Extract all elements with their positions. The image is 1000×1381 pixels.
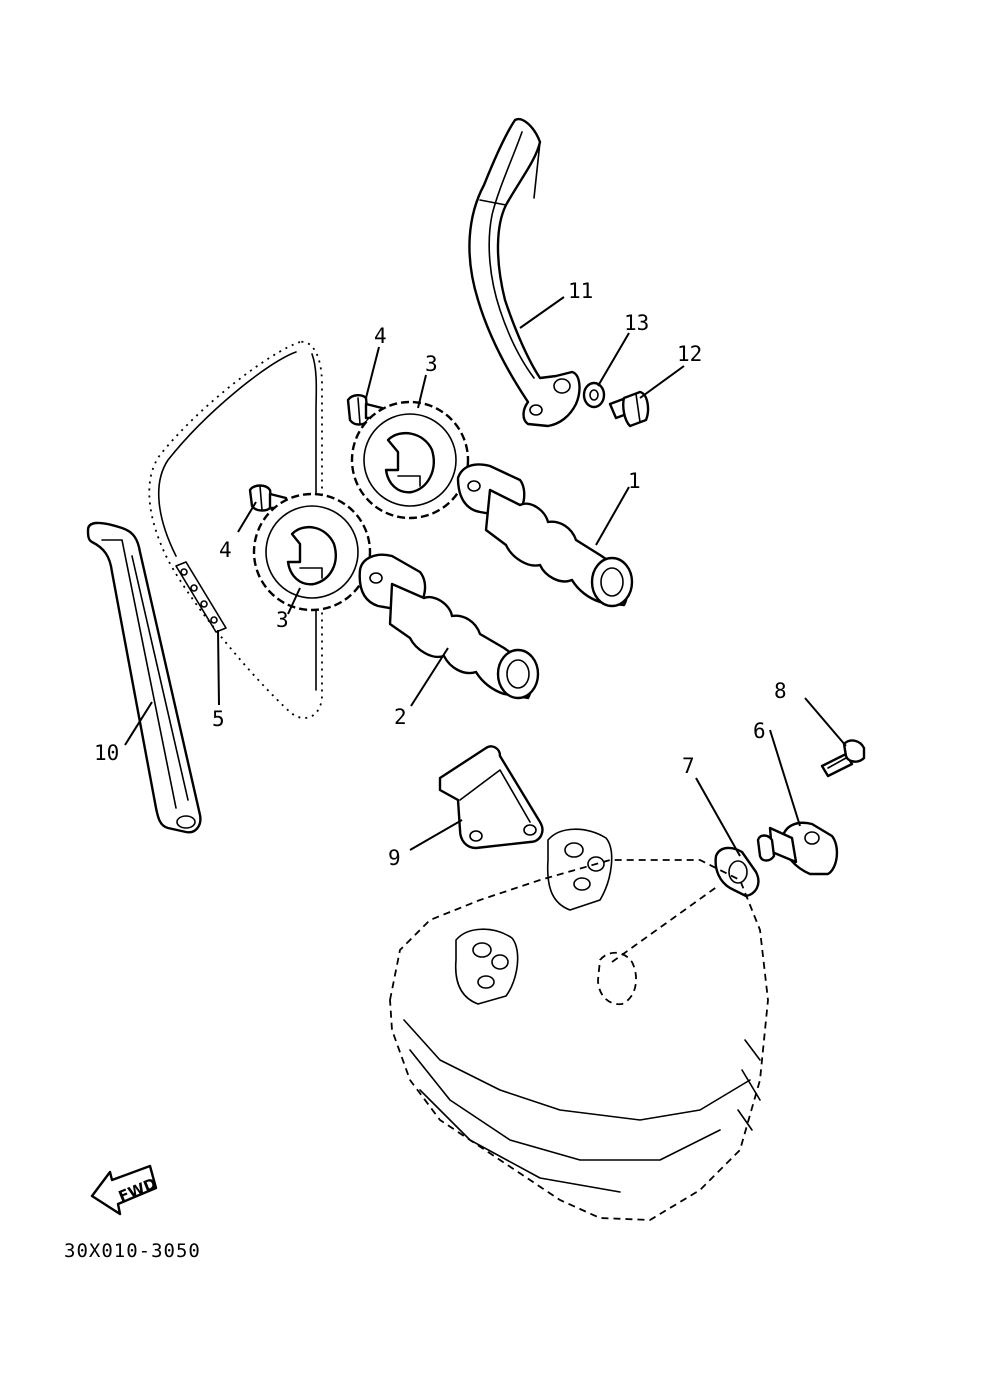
camshaft-2	[358, 553, 540, 700]
camshaft-1	[456, 463, 634, 608]
chain-guide-10	[86, 521, 202, 834]
callout-10: 10	[94, 741, 119, 765]
callout-6: 6	[753, 719, 766, 743]
diagram-code: 30X010-3050	[64, 1240, 201, 1262]
callout-1: 1	[628, 469, 641, 493]
callout-12: 12	[677, 342, 702, 366]
cam-sprocket-3-lower	[252, 492, 372, 612]
callout-11: 11	[568, 279, 593, 303]
callout-3-upper: 3	[425, 352, 438, 376]
timing-chain	[148, 341, 323, 719]
cam-sprocket-3-upper	[350, 400, 470, 520]
cylinder-head	[389, 828, 769, 1221]
cover-plate-9	[438, 745, 544, 850]
callout-4-upper: 4	[374, 324, 387, 348]
chain-master-link	[175, 561, 227, 633]
chain-guide-11	[468, 117, 581, 428]
callout-8: 8	[774, 679, 787, 703]
gasket-7	[714, 846, 760, 898]
callout-5: 5	[212, 707, 225, 731]
fwd-arrow-icon: FWD	[90, 1164, 159, 1216]
chain-tensioner-6	[756, 821, 839, 876]
callout-13: 13	[624, 311, 649, 335]
callout-labels: 1 2 3 3 4 4 5 6 7 8 9 10 11 12 13	[94, 279, 787, 870]
callout-9: 9	[388, 846, 401, 870]
callout-3-lower: 3	[276, 608, 289, 632]
washer-13	[582, 381, 606, 409]
leader-lines	[124, 296, 847, 857]
callout-4-lower: 4	[219, 538, 232, 562]
callout-7: 7	[682, 754, 695, 778]
bolt-8	[820, 739, 866, 778]
callout-2: 2	[394, 705, 407, 729]
bolt-12	[608, 390, 650, 428]
